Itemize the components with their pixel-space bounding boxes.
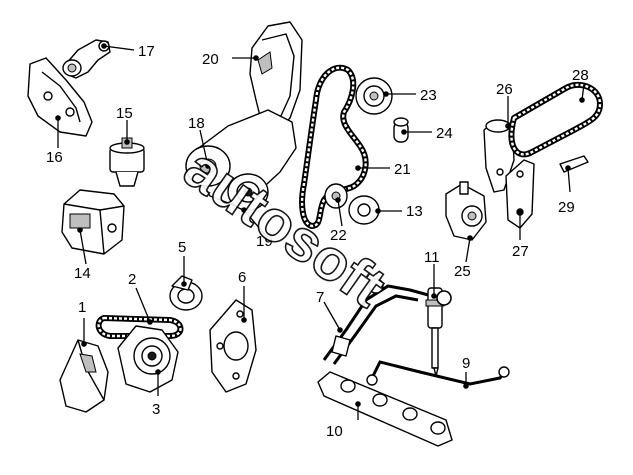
callout-19: 19 [256, 233, 273, 250]
part-23-cam-pulley [355, 77, 393, 115]
callout-6: 6 [238, 269, 246, 286]
part-24-idler-roller [393, 117, 409, 143]
callout-13: 13 [406, 203, 423, 220]
callout-17: 17 [138, 43, 155, 60]
callout-24: 24 [436, 125, 453, 142]
callout-22: 22 [330, 227, 347, 244]
part-10-fuel-rail [317, 371, 453, 447]
callout-25: 25 [454, 263, 471, 280]
callout-28: 28 [572, 67, 589, 84]
part-26-bracket [483, 119, 515, 193]
callout-16: 16 [46, 149, 63, 166]
callout-21: 21 [394, 161, 411, 178]
part-7-fuel-pipe [322, 278, 433, 365]
callout-15: 15 [116, 105, 133, 122]
part-15-hydro-mount [109, 137, 145, 187]
part-20-timing-cover-upper [249, 21, 303, 133]
callout-2: 2 [128, 271, 136, 288]
part-25-outlet-housing [445, 181, 487, 241]
part-6-oil-pump-cover [209, 299, 257, 393]
callout-9: 9 [462, 355, 470, 372]
leader-dots [55, 43, 585, 407]
callout-1: 1 [78, 299, 86, 316]
callout-labels: 1 2 3 5 6 7 9 10 11 13 14 15 16 17 18 19… [46, 43, 589, 440]
part-22-tensioner [324, 183, 348, 209]
part-14-mount-block [61, 189, 125, 255]
callout-18: 18 [188, 115, 205, 132]
part-2-drive-belt [95, 315, 184, 339]
callout-5: 5 [178, 239, 186, 256]
callout-11: 11 [424, 249, 440, 266]
callout-10: 10 [326, 423, 343, 440]
part-17-mount-bracket [62, 39, 111, 79]
callout-3: 3 [152, 401, 160, 418]
callout-14: 14 [74, 265, 91, 282]
part-21-timing-belt [299, 64, 369, 229]
part-3-water-pump [117, 325, 179, 393]
callout-23: 23 [420, 87, 437, 104]
callout-27: 27 [512, 243, 529, 260]
part-28-aux-belt [508, 81, 603, 158]
callout-7: 7 [316, 289, 324, 306]
callout-26: 26 [496, 81, 513, 98]
callout-29: 29 [558, 199, 575, 216]
part-13-idler-pulley [348, 195, 380, 225]
part-5-idler [169, 275, 203, 311]
part-9-leakoff-pipe [366, 360, 510, 386]
part-16-mount-plate [27, 57, 93, 137]
callout-20: 20 [202, 51, 219, 68]
part-1-heat-shield [59, 339, 109, 413]
part-29-clip [559, 155, 589, 173]
watermark-dot [436, 290, 452, 306]
